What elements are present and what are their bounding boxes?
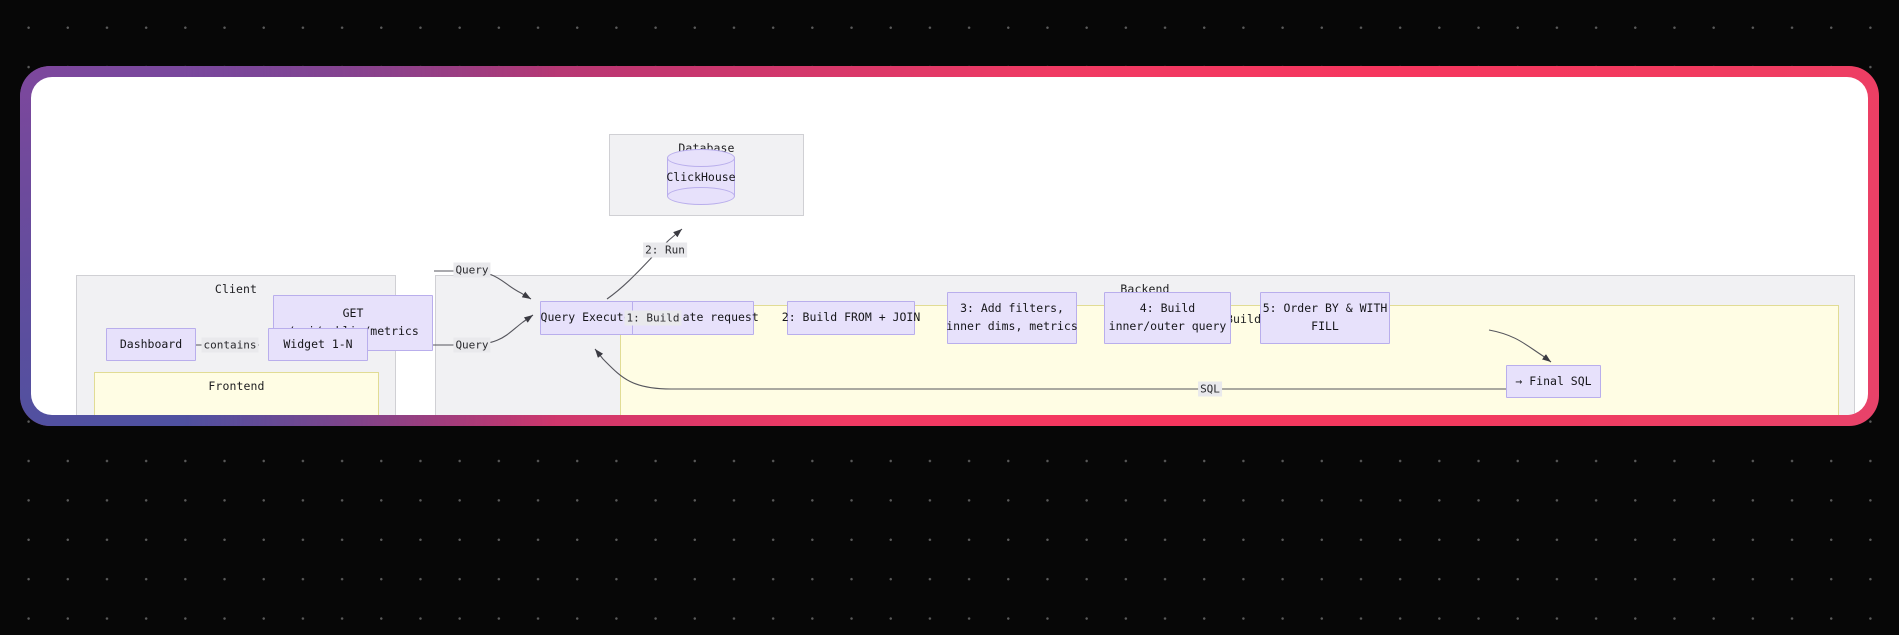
node-step-5-line2: FILL — [1311, 319, 1339, 333]
node-step-5-order-by-with-fill[interactable]: 5: Order BY & WITH FILL — [1260, 292, 1390, 344]
cylinder-bottom — [667, 187, 735, 205]
node-widget-label: Widget 1-N — [283, 336, 353, 351]
node-query-executor[interactable]: Query Executor — [540, 301, 638, 335]
edge-label-sql: SQL — [1198, 381, 1222, 397]
node-clickhouse[interactable]: ClickHouse — [666, 149, 736, 205]
node-dashboard-label: Dashboard — [119, 336, 183, 351]
node-query-executor-label: Query Executor — [540, 310, 638, 325]
node-final-sql-label: → Final SQL — [1515, 373, 1592, 388]
node-widget[interactable]: Widget 1-N — [268, 328, 368, 361]
node-step-3-add-filters[interactable]: 3: Add filters, inner dims, metrics — [946, 292, 1078, 344]
node-final-sql[interactable]: → Final SQL — [1506, 365, 1601, 398]
edge-label-query-bottom: Query — [453, 337, 491, 353]
node-step-3-line2: inner dims, metrics — [946, 319, 1078, 333]
cluster-frontend: Frontend — [94, 372, 379, 415]
gradient-frame: Client Frontend Database Backend Query B… — [20, 66, 1879, 426]
node-step-4-build-inner-outer-query[interactable]: 4: Build inner/outer query — [1104, 292, 1231, 344]
node-dashboard[interactable]: Dashboard — [106, 328, 196, 361]
edge-label-contains: contains — [201, 337, 259, 353]
cluster-frontend-label: Frontend — [208, 379, 265, 393]
cylinder-top — [667, 149, 735, 167]
cluster-client-label: Client — [214, 282, 258, 296]
edge-label-build: 1: Build — [624, 310, 682, 326]
node-step-2-build-from-join[interactable]: 2: Build FROM + JOIN — [782, 301, 920, 335]
node-step-2-label: 2: Build FROM + JOIN — [781, 310, 921, 325]
node-step-3-line1: 3: Add filters, — [960, 301, 1064, 316]
node-step-5-line1: 5: Order BY & WITH — [1262, 301, 1388, 316]
edge-label-query-top: Query — [453, 262, 491, 278]
architecture-diagram: Client Frontend Database Backend Query B… — [31, 77, 1868, 415]
node-step-4-line2: inner/outer query — [1108, 319, 1227, 333]
node-get-request-method: GET — [342, 306, 364, 321]
diagram-card: Client Frontend Database Backend Query B… — [31, 77, 1868, 415]
edge-label-run: 2: Run — [643, 242, 687, 258]
node-step-4-line1: 4: Build — [1139, 301, 1196, 316]
node-clickhouse-label: ClickHouse — [666, 170, 736, 184]
